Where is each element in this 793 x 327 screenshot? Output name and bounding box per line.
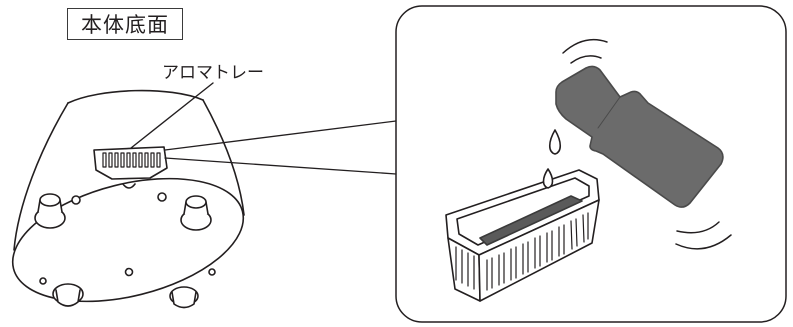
foot-top-left (34, 193, 66, 229)
shake-motion-arc-icon (562, 38, 732, 250)
detail-panel (395, 5, 787, 323)
foot-top-right (180, 195, 212, 231)
oil-fill (479, 195, 583, 246)
aroma-tray-detail-icon (445, 168, 600, 302)
title-text: 本体底面 (81, 13, 169, 37)
foot-bottom-left (52, 283, 84, 307)
zoom-line-bottom (164, 157, 397, 175)
oil-drop-icon (548, 129, 562, 155)
title-box: 本体底面 (67, 8, 183, 40)
aroma-tray-slot-icon (93, 146, 168, 180)
callout-leader-line (130, 82, 214, 149)
foot-bottom-right (169, 286, 199, 309)
zoom-line-top (164, 120, 397, 151)
oil-bottle-icon (555, 65, 724, 208)
callout-label: アロマトレー (162, 63, 264, 83)
humidifier-base-icon (11, 89, 245, 309)
